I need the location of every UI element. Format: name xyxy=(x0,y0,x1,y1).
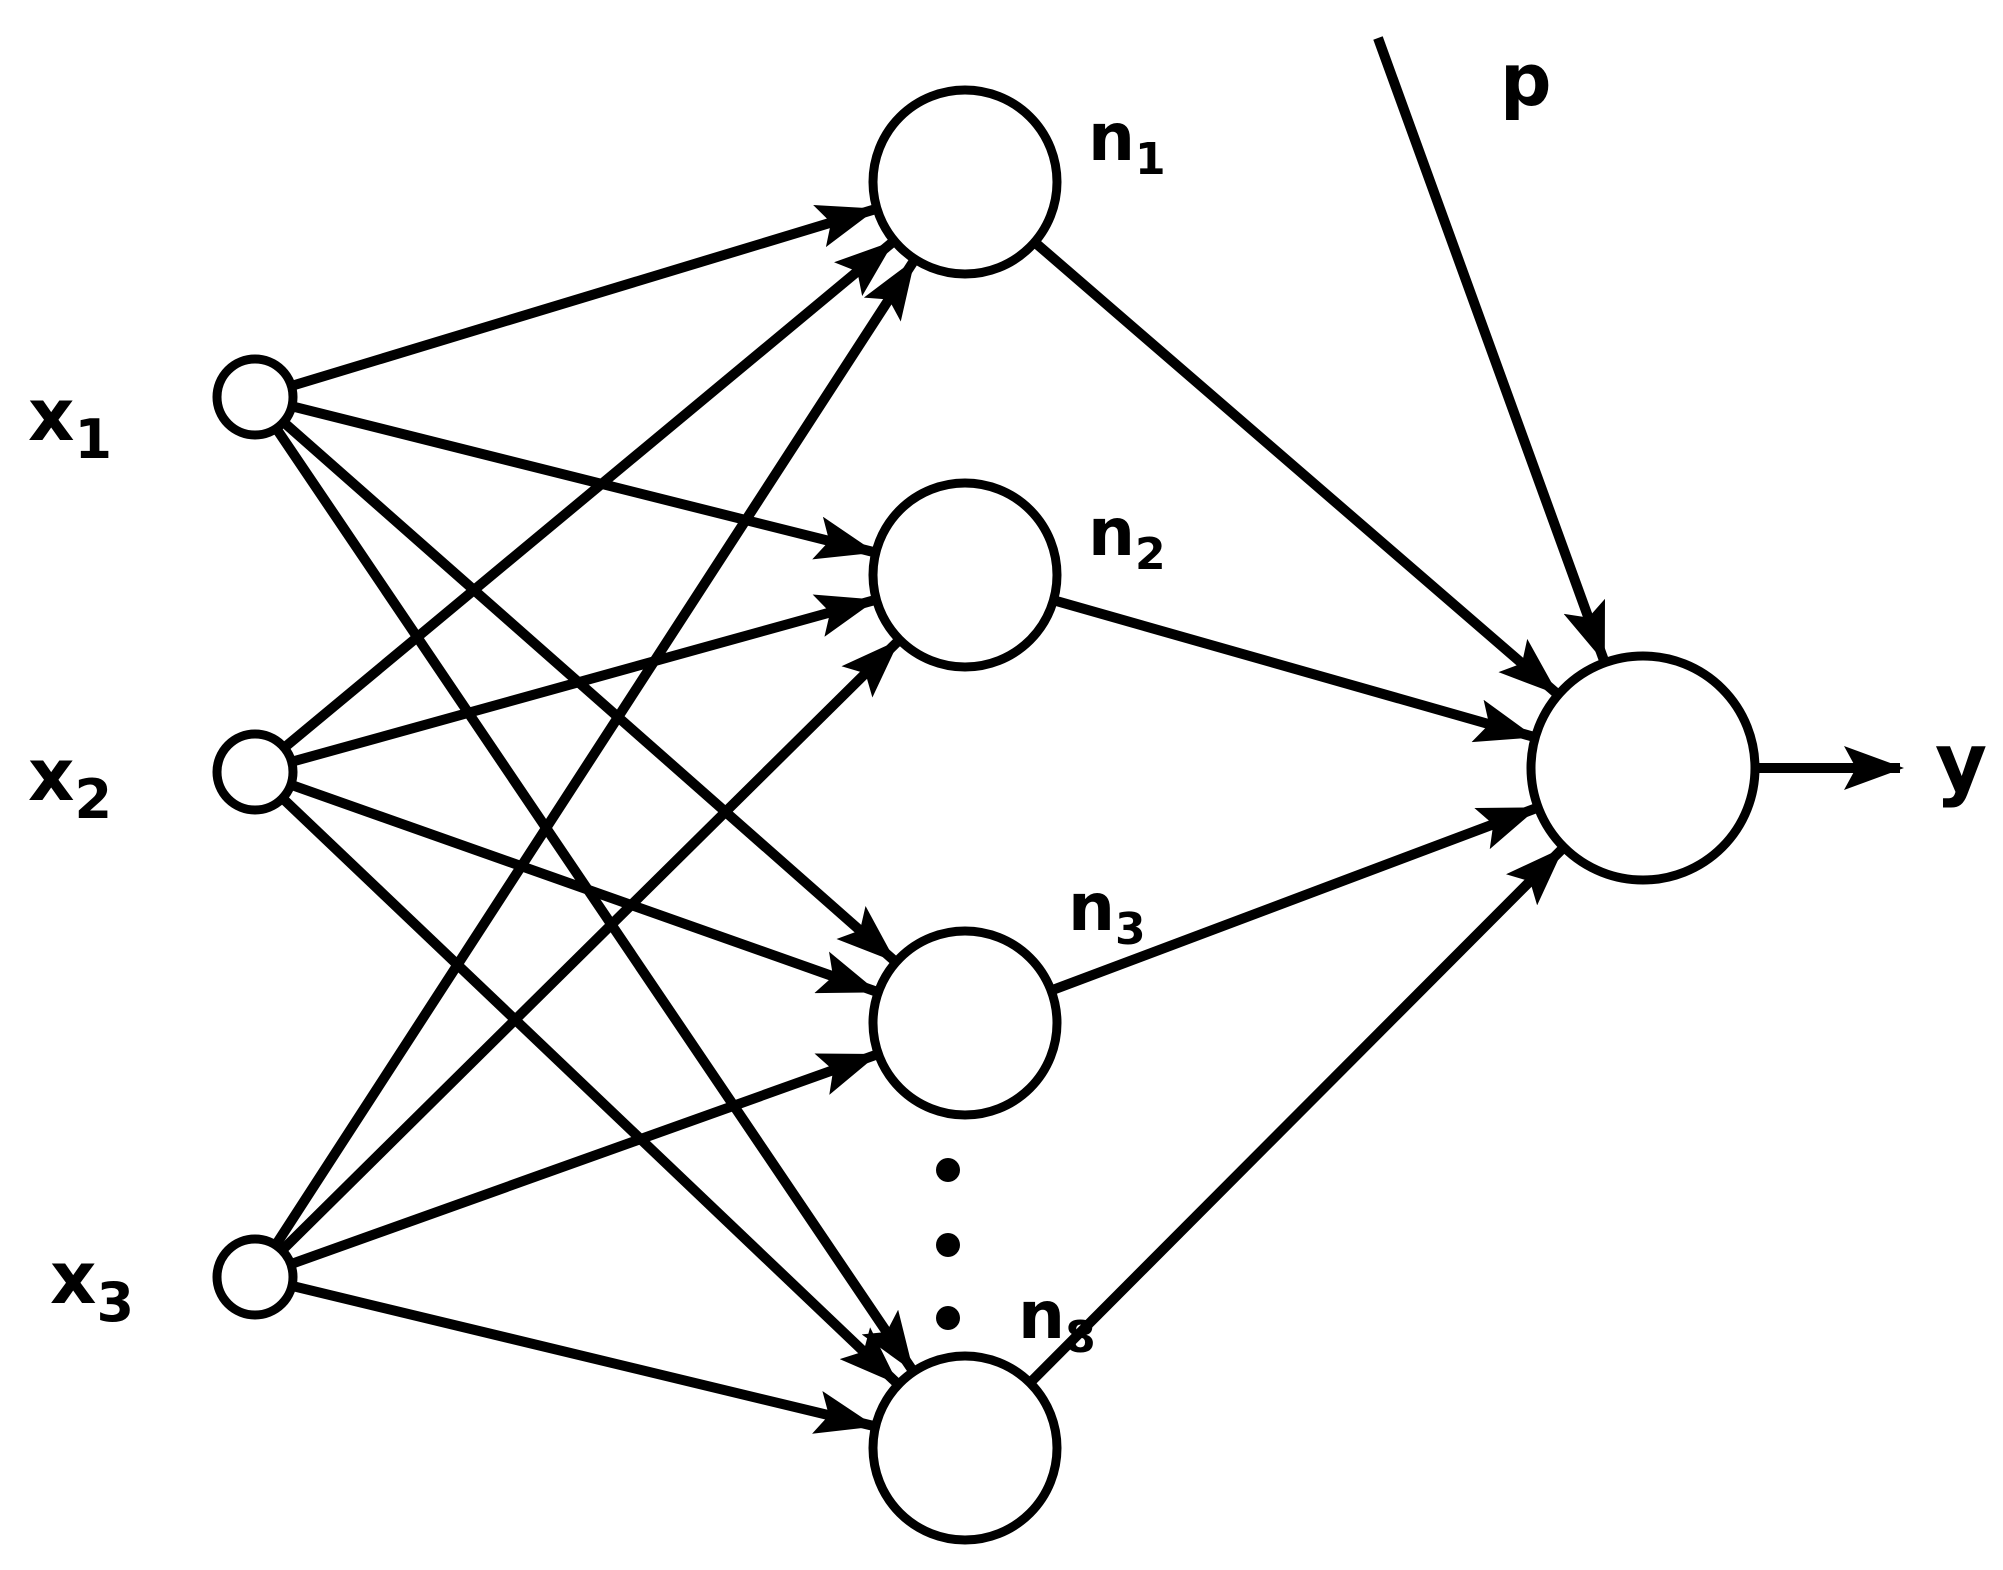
edge-n3-output xyxy=(1049,804,1539,996)
nodes xyxy=(212,85,1760,1545)
hidden-node-n8 xyxy=(868,1351,1062,1545)
edge-p-output xyxy=(1373,36,1609,663)
edge-n2-output xyxy=(1052,595,1536,743)
edge-x2-n8 xyxy=(279,794,899,1386)
ellipsis-dot xyxy=(936,1233,960,1257)
hidden-label-n1: n1 xyxy=(1088,99,1166,185)
hidden-node-n3 xyxy=(868,926,1062,1120)
input-node-x3 xyxy=(212,1234,298,1320)
input-node-x1 xyxy=(212,354,298,440)
edge-x3-n2 xyxy=(278,638,901,1254)
ellipsis-dot xyxy=(936,1306,960,1330)
bias-label-p: p xyxy=(1500,38,1552,122)
edge-n1-output xyxy=(1031,238,1559,696)
edge-x2-n1 xyxy=(281,239,895,752)
edge-x1-n2 xyxy=(290,401,876,560)
input-node-x2 xyxy=(212,729,298,815)
hidden-label-n8: n8 xyxy=(1018,1277,1096,1363)
edge-x3-n3 xyxy=(289,1050,879,1269)
input-label-x1: x1 xyxy=(28,373,112,471)
edge-x2-n2 xyxy=(290,594,877,767)
hidden-label-n2: n2 xyxy=(1088,494,1166,580)
connections xyxy=(271,36,1904,1434)
edge-x1-n1 xyxy=(289,204,877,391)
edge-x1-n8 xyxy=(272,425,916,1372)
hidden-node-n1 xyxy=(868,85,1062,279)
hidden-node-n2 xyxy=(868,478,1062,672)
edge-n8-output xyxy=(1026,846,1565,1387)
hidden-label-n3: n3 xyxy=(1068,869,1146,955)
edge-x3-n1 xyxy=(271,259,917,1248)
input-label-x2: x2 xyxy=(28,733,112,831)
output-node xyxy=(1526,651,1760,885)
ellipsis-dot xyxy=(936,1158,960,1182)
input-label-x3: x3 xyxy=(50,1236,134,1334)
ellipsis-dots xyxy=(936,1158,960,1330)
edge-x1-n3 xyxy=(280,418,897,964)
edge-x2-n3 xyxy=(289,779,879,996)
edge-x3-n8 xyxy=(290,1281,876,1434)
output-label-y: y xyxy=(1935,716,1987,809)
